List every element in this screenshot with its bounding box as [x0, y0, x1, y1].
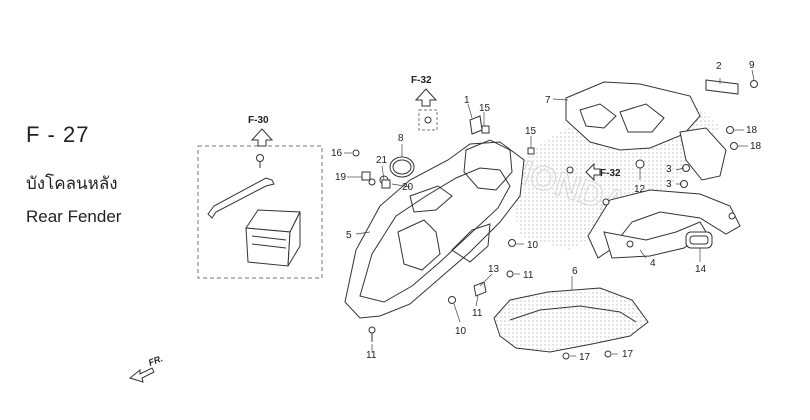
callout-19: 19: [335, 172, 347, 183]
figure-title-english: Rear Fender: [26, 207, 122, 226]
callout-11a: 11: [523, 270, 534, 281]
figure-id: F - 27: [26, 122, 90, 147]
splash-guard-6: [493, 287, 649, 353]
callout-6: 6: [572, 266, 578, 277]
callout-10b: 10: [455, 326, 467, 337]
callout-15b: 15: [525, 126, 537, 137]
callout-20: 20: [402, 182, 414, 193]
callout-8: 8: [398, 133, 404, 144]
rear-frame-4: [587, 189, 741, 259]
battery-inset: F-30: [197, 115, 323, 279]
ref-f32-right: F-32: [585, 162, 621, 182]
callout-9: 9: [749, 60, 755, 71]
callout-1: 1: [464, 95, 470, 106]
reflector-2: [705, 79, 758, 95]
callout-18b: 18: [750, 141, 762, 152]
side-mount: [635, 126, 738, 188]
figure-title-thai: บังโคลนหลัง: [26, 174, 118, 194]
callout-4: 4: [650, 258, 656, 269]
ref-arrow-f30: [250, 128, 274, 147]
ref-label-f30: F-30: [248, 115, 269, 126]
ref-label-f32-right: F-32: [600, 168, 621, 179]
callout-15a: 15: [479, 103, 491, 114]
callout-11c: 11: [366, 350, 377, 361]
title-block: F - 27 บังโคลนหลัง Rear Fender: [26, 122, 121, 227]
direction-label: FR.: [147, 353, 164, 368]
fasteners: [352, 115, 612, 360]
callout-numbers: 1 2 3 3 4 5 6 7 8 9 10 10 11 11 11 12 13…: [331, 60, 762, 363]
ref-label-f32-upper: F-32: [411, 75, 432, 86]
rear-fender-main: [344, 139, 525, 319]
inset-frame: [197, 145, 323, 279]
callout-5: 5: [346, 230, 352, 241]
callout-13: 13: [488, 264, 500, 275]
battery-strap: [207, 154, 275, 219]
callout-10a: 10: [527, 240, 539, 251]
front-direction-arrow: FR.: [128, 353, 164, 383]
callout-12: 12: [634, 184, 646, 195]
leader-lines: [344, 69, 755, 357]
grommet-14: [685, 231, 713, 249]
arrow-icon: [128, 367, 155, 383]
callout-21: 21: [376, 155, 388, 166]
callout-7: 7: [545, 95, 551, 106]
ref-arrow-f32: [414, 88, 438, 107]
callout-3b: 3: [666, 179, 672, 190]
callout-17a: 17: [579, 352, 591, 363]
battery-icon: [245, 209, 301, 267]
callout-2: 2: [716, 61, 722, 72]
callout-3a: 3: [666, 164, 672, 175]
callout-14: 14: [695, 264, 707, 275]
callout-17b: 17: [622, 349, 634, 360]
callout-16: 16: [331, 148, 343, 159]
ref-f32-upper: F-32: [411, 75, 438, 131]
callout-18a: 18: [746, 125, 758, 136]
tail-bracket-7: [565, 81, 701, 151]
o-ring-8: [389, 156, 415, 178]
ref-arrow-f32-right: [585, 162, 601, 182]
callout-11b: 11: [472, 308, 483, 319]
